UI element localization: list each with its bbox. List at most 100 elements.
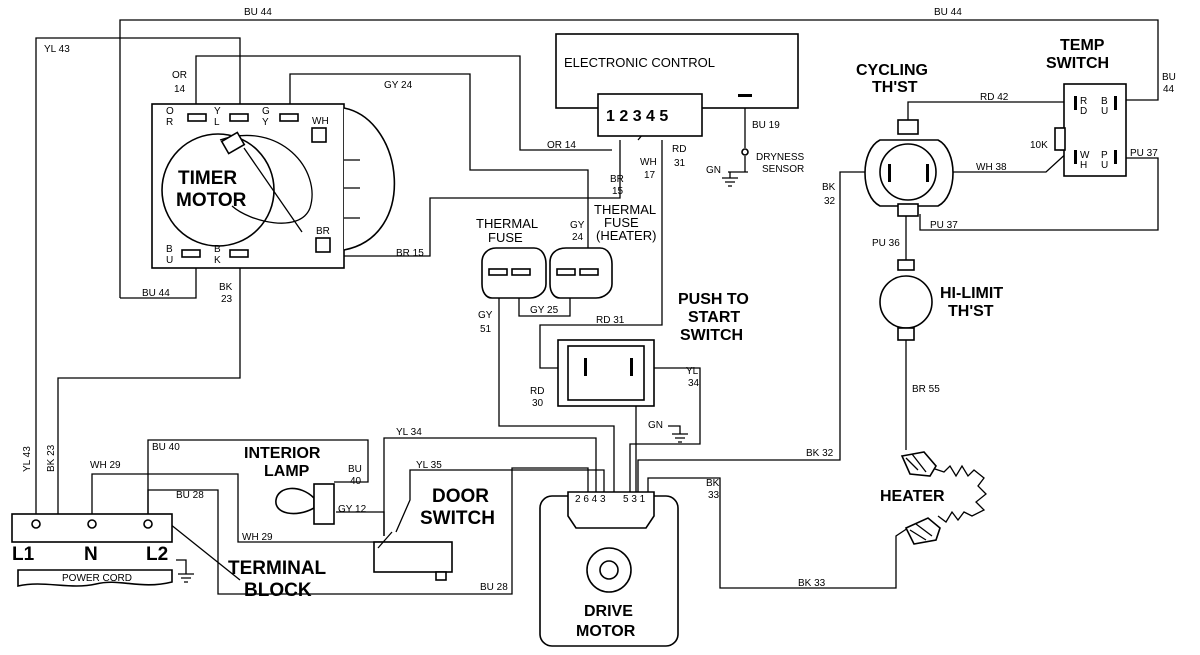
ts-pu-letter2: U [1101, 160, 1108, 171]
hi-limit-label1: HI-LIMIT [940, 285, 1003, 302]
door-switch-label2: SWITCH [420, 508, 495, 529]
terminal-n-screw [87, 519, 97, 529]
lbl-yl34-door: YL 34 [396, 427, 422, 438]
lbl-gy24-fuse-a: GY [570, 220, 585, 231]
lbl-bk33-b: 33 [708, 490, 720, 501]
terminal-l2-screw [143, 519, 153, 529]
ts-pu-letter1: P [1101, 150, 1108, 161]
wire-yl43 [35, 37, 241, 520]
wire-yl34-door [383, 437, 597, 536]
lbl-bk32-long: BK 32 [806, 448, 834, 459]
thermal-fuse-heater-label3: (HEATER) [596, 228, 656, 243]
wire-bk32 [637, 171, 880, 492]
lbl-wh38: WH 38 [976, 162, 1007, 173]
lbl-bu44-top-left: BU 44 [244, 7, 272, 18]
cycling-thst-bottom-terminal [897, 203, 919, 217]
lbl-bk23-a: BK [219, 282, 233, 293]
wire-or14 [195, 55, 612, 151]
terminal-block-label2: BLOCK [244, 580, 312, 601]
timer-terminal-or [187, 113, 207, 122]
drive-motor-label1: DRIVE [584, 603, 633, 620]
lbl-or14-b: 14 [174, 84, 186, 95]
terminal-l1-label: L1 [12, 544, 35, 565]
ts-wh-letter1: W [1080, 150, 1090, 161]
terminal-n-label: N [84, 544, 98, 565]
thermal-fuse-term-a [488, 268, 508, 276]
cycling-thst-label1: CYCLING [856, 62, 928, 79]
wire-bk23 [57, 262, 241, 520]
wire-gy12 [336, 511, 385, 536]
lbl-gy51-b: 51 [480, 324, 492, 335]
power-cord-shape [17, 569, 173, 588]
electronic-control-label: ELECTRONIC CONTROL [564, 55, 715, 70]
wire-labels: BU 44 BU 44 YL 43 OR 14 GY 24 OR 14 BR 1… [22, 7, 1176, 593]
door-switch-label1: DOOR [432, 486, 489, 507]
timer-terminal-wh [311, 127, 327, 143]
wire-gy51 [498, 290, 615, 492]
lbl-bk23-side: BK 23 [46, 444, 57, 472]
lbl-gy12: GY 12 [338, 504, 367, 515]
lbl-pu37-right: PU 37 [1130, 148, 1158, 159]
sensor-clip [738, 94, 752, 97]
lbl-rd31-b: 31 [674, 158, 686, 169]
lbl-rd31-a: RD [672, 144, 686, 155]
wire-yl34-switch [629, 367, 701, 492]
lbl-bk33-bottom: BK 33 [798, 578, 826, 589]
wire-bu44-bottom [120, 262, 197, 299]
lbl-br15-b: 15 [612, 186, 624, 197]
wire-gy24 [289, 73, 589, 270]
lbl-bu40-a: BU [348, 464, 362, 475]
wire-gn-switch [668, 425, 681, 434]
lbl-yl43-top: YL 43 [44, 44, 70, 55]
lbl-bk33-a: BK [706, 478, 720, 489]
lbl-bk32-a: BK [822, 182, 836, 193]
thermal-fuse-heater-label2: FUSE [604, 215, 639, 230]
wire-wh38 [940, 149, 1071, 173]
ts-wh-letter2: H [1080, 160, 1087, 171]
timer-motor-arm [243, 147, 303, 233]
door-switch-lever [377, 531, 393, 549]
timer-bk-letter2: K [214, 255, 221, 266]
wire-heater-coil [931, 464, 987, 523]
heater-label: HEATER [880, 488, 945, 505]
lbl-bu44-bottom: BU 44 [142, 288, 170, 299]
ground-terminal-symbol [178, 573, 194, 583]
heater-lower-plug [904, 517, 941, 545]
ts-rd-letter2: D [1080, 106, 1087, 117]
door-switch-plunger [435, 571, 447, 581]
hi-limit-label2: TH'ST [948, 303, 994, 320]
dryness-sensor-label2: SENSOR [762, 164, 804, 175]
lbl-rd31-mid: RD 31 [596, 315, 625, 326]
lbl-gy24-fuse-b: 24 [572, 232, 584, 243]
wire-bk33 [647, 477, 909, 589]
wire-rd31 [539, 140, 663, 369]
ts-bu-letter1: B [1101, 96, 1108, 107]
timer-terminal-br [315, 237, 331, 253]
cycling-thst-label2: TH'ST [872, 79, 918, 96]
lbl-wh29-bottom: WH 29 [242, 532, 273, 543]
lbl-br15-bottom: BR 15 [396, 248, 424, 259]
drive-motor-shaft-inner [599, 560, 619, 580]
timer-gy-letter2: Y [262, 117, 269, 128]
ts-bu-letter2: U [1101, 106, 1108, 117]
lbl-wh17-b: 17 [644, 170, 656, 181]
sensor-contact [741, 148, 749, 156]
lbl-rd30-a: RD [530, 386, 544, 397]
wire-bu19 [728, 100, 748, 173]
timer-motor-linkage [219, 134, 313, 224]
terminal-l2-label: L2 [146, 544, 168, 565]
drive-motor-connector [567, 491, 655, 529]
timer-or-letter2: R [166, 117, 173, 128]
push-start-pin-b [630, 358, 633, 376]
temp-switch-rd-pin [1074, 96, 1077, 110]
wire-bu40 [147, 439, 369, 520]
push-start-label1: PUSH TO [678, 291, 749, 308]
cycling-thst-right-pin [926, 164, 929, 182]
resistor-10k-label: 10K [1030, 140, 1048, 151]
interior-lamp-bulb [275, 487, 315, 515]
cycling-thst-left-pin [888, 164, 891, 182]
timer-label-line2: MOTOR [176, 190, 247, 211]
ts-rd-letter1: R [1080, 96, 1087, 107]
thermal-fuse-term-b [511, 268, 531, 276]
